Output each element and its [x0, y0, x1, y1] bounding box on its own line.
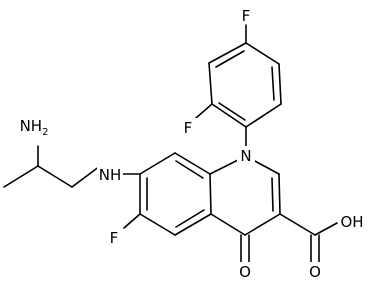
atom-o-ketone: O: [239, 263, 251, 281]
bond-c6-c5: [139, 213, 176, 236]
bond-aryl-1: [245, 103, 282, 128]
bond-aryl-2: [278, 63, 282, 105]
bond-c4a-c8a: [209, 173, 212, 215]
atom-o-carbonyl: O: [309, 263, 321, 281]
bond-c8a-n: [209, 159, 239, 175]
bond-aryl-double-a: [271, 66, 275, 101]
atom-f-ortho: F: [184, 119, 193, 137]
atom-oh: OH: [340, 213, 363, 231]
bond-c8-c7: [139, 152, 176, 175]
atom-nh-amine: NH: [99, 166, 122, 184]
bond-aryl-double-c: [218, 102, 246, 121]
atom-f-top: F: [242, 7, 251, 25]
bond-nh-ch2: [71, 165, 101, 188]
atom-labels: F F N NH NH2 F O O OH: [20, 6, 366, 281]
bond-aryl-double-b: [215, 50, 245, 68]
atom-nh2: NH2: [20, 117, 49, 138]
bond-aryl-4: [208, 42, 247, 64]
bond-c6-f: [123, 213, 141, 229]
atom-f-ring: F: [110, 229, 119, 247]
bond-c2-c3-double: [271, 177, 274, 212]
bond-aryl-6: [211, 103, 247, 128]
bond-c5-c4a-double: [175, 209, 205, 228]
bond-aryl-f-ortho: [195, 103, 213, 119]
bond-c8a-c8-double: [175, 160, 204, 179]
bond-aryl-5: [208, 62, 213, 105]
bond-c4-c4a: [210, 213, 246, 236]
bond-ch-ch3: [3, 165, 39, 188]
bonds: [3, 24, 338, 263]
bond-c3-cooh: [279, 213, 316, 236]
bond-cooh-oh: [314, 222, 338, 236]
atom-n-ring: N: [240, 147, 251, 165]
bond-c3-c4: [244, 213, 281, 236]
bond-aryl-3: [245, 42, 280, 65]
bond-c5-c4a: [174, 213, 212, 236]
bond-ch2-ch: [37, 165, 73, 188]
bond-c8a-c8: [174, 152, 211, 175]
bond-c2-c3: [278, 173, 281, 215]
bond-n-c2: [252, 159, 280, 175]
